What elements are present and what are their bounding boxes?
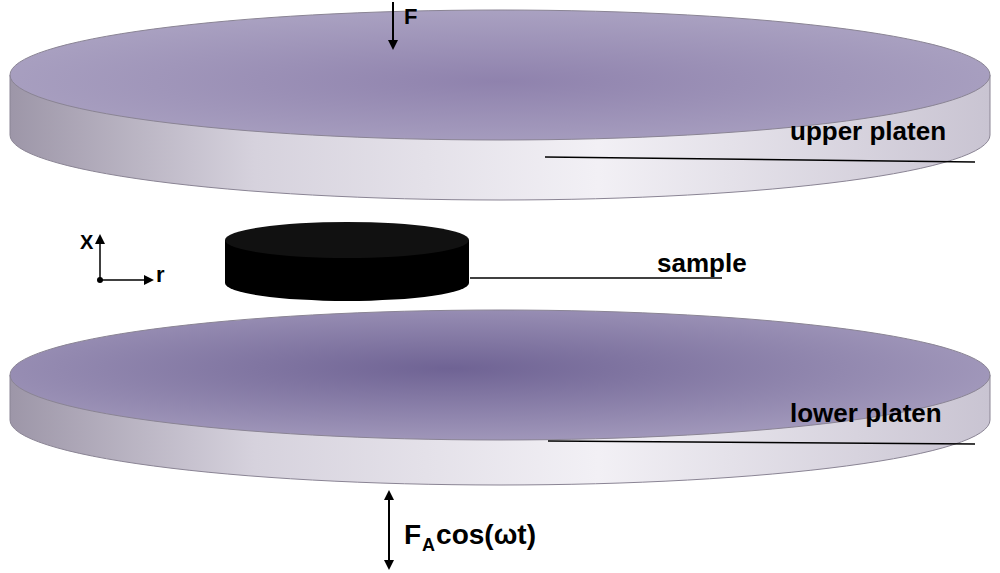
force-label: F <box>404 521 421 549</box>
leader-line <box>548 441 975 444</box>
axis-label: X <box>80 232 93 252</box>
part-label: lower platen <box>790 400 942 426</box>
force-label: cos(ωt) <box>436 521 536 549</box>
x-axis <box>99 236 101 280</box>
force-arrow <box>392 2 394 48</box>
lower-platen <box>10 310 990 485</box>
part-label: upper platen <box>790 118 946 144</box>
force-label: F <box>404 6 417 28</box>
leader-line <box>545 157 975 162</box>
part-label: sample <box>657 250 747 276</box>
upper-platen <box>10 10 990 200</box>
r-axis <box>100 279 152 281</box>
leader-line <box>470 277 722 279</box>
oscillation-arrow <box>388 498 390 568</box>
sample-disc <box>225 222 469 301</box>
axis-label: r <box>156 264 165 286</box>
subscript: A <box>422 536 435 554</box>
